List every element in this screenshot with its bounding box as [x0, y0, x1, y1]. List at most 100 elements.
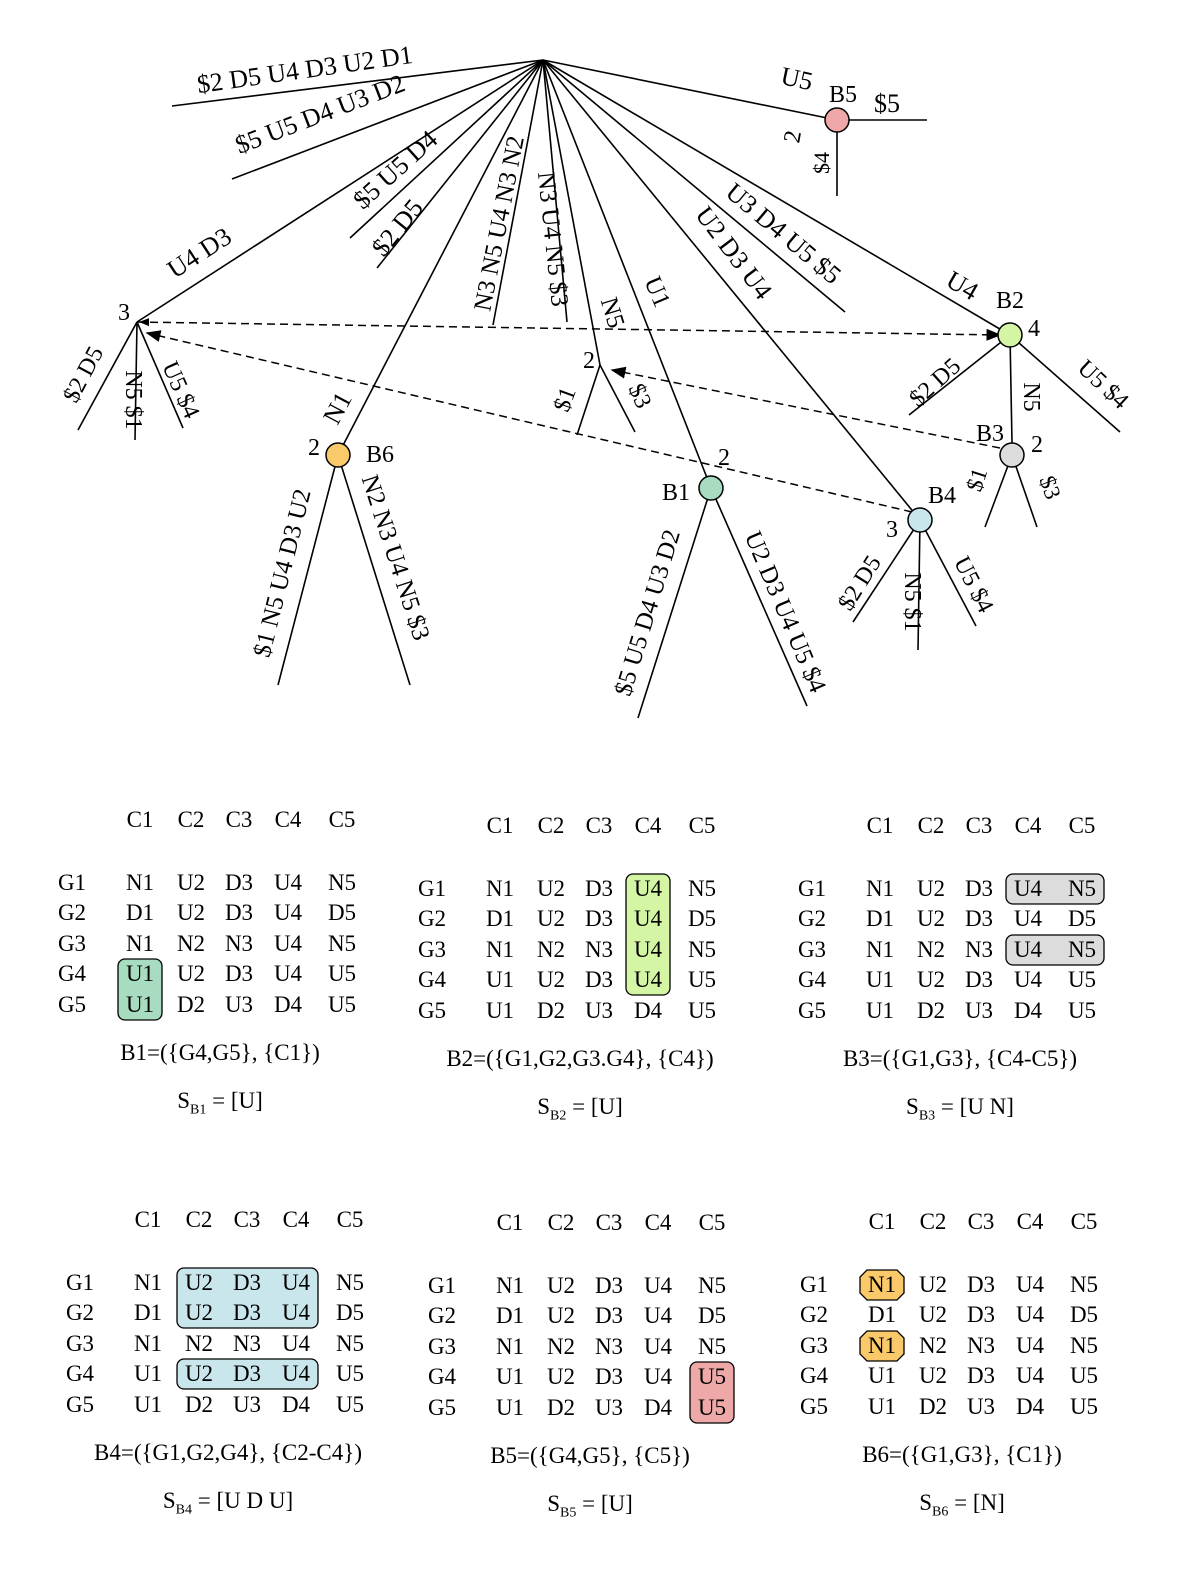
row-label: G1 — [798, 876, 826, 901]
node-b1-name: B1 — [662, 480, 690, 506]
row-label: G2 — [798, 906, 826, 931]
bicluster-highlight — [859, 1330, 905, 1362]
panel-b5-definition: B5=({G4,G5}, {C5}) — [490, 1443, 690, 1468]
matrix-cell: N5 — [328, 931, 356, 956]
bicluster-highlight — [1005, 934, 1105, 966]
matrix-cell: D5 — [1070, 1302, 1098, 1327]
matrix-cell: U4 — [644, 1364, 673, 1389]
node-b1-marker — [698, 475, 724, 501]
panel-b6-signature: SB6 = [N] — [919, 1490, 1005, 1520]
matrix-cell: D2 — [185, 1392, 213, 1417]
node-b3-name: B3 — [976, 421, 1004, 447]
column-header: C2 — [186, 1207, 213, 1232]
matrix-cell: U4 — [1014, 906, 1043, 931]
row-label: G1 — [66, 1270, 94, 1295]
tree-edge — [576, 364, 601, 436]
matrix-cell: D2 — [177, 992, 205, 1017]
matrix-cell: N2 — [537, 937, 565, 962]
tree-edge — [171, 59, 544, 107]
matrix-cell: U5 — [1070, 1394, 1098, 1419]
column-header: C1 — [869, 1209, 896, 1234]
panel-b2-signature-subscript: B2 — [550, 1108, 567, 1124]
matrix-cell: D3 — [233, 1361, 261, 1386]
tree-edge — [376, 59, 544, 269]
tree-edge-label: N5 — [1018, 382, 1044, 411]
node-b4-marker — [907, 507, 933, 533]
tree-edge-label: U5 $4 — [1072, 355, 1133, 414]
matrix-cell: D3 — [225, 961, 253, 986]
dashed-link-arrow — [610, 366, 1001, 449]
column-header: C2 — [918, 813, 945, 838]
matrix-cell: D3 — [965, 967, 993, 992]
tree-edge — [349, 59, 544, 239]
column-header: C5 — [1071, 1209, 1098, 1234]
column-header: C4 — [283, 1207, 310, 1232]
matrix-cell: U3 — [233, 1392, 261, 1417]
matrix-cell: U1 — [496, 1364, 524, 1389]
matrix-cell: U2 — [917, 876, 945, 901]
matrix-cell: D4 — [1016, 1394, 1045, 1419]
tree-edge — [136, 59, 544, 323]
tree-edge-label: $5 — [874, 89, 900, 118]
matrix-cell: D3 — [585, 876, 613, 901]
node-b2-count: 4 — [1028, 316, 1040, 342]
tree-edge — [710, 487, 808, 707]
matrix-cell: U5 — [336, 1392, 364, 1417]
matrix-cell: N1 — [866, 937, 894, 962]
matrix-cell: U4 — [274, 961, 303, 986]
tree-edge-label: $2 D5 — [905, 353, 966, 412]
row-label: G2 — [66, 1300, 94, 1325]
matrix-cell: D4 — [634, 998, 663, 1023]
tree-edge — [337, 59, 544, 456]
panel-b1-definition: B1=({G4,G5}, {C1}) — [120, 1040, 320, 1065]
matrix-cell: N3 — [965, 937, 993, 962]
column-header: C3 — [596, 1210, 623, 1235]
row-label: G5 — [800, 1394, 828, 1419]
matrix-cell: U5 — [698, 1364, 726, 1389]
tree-edge — [136, 321, 184, 429]
tree-edge — [542, 59, 846, 313]
matrix-cell: N5 — [688, 937, 716, 962]
matrix-cell: U4 — [1016, 1272, 1045, 1297]
matrix-cell: D5 — [328, 900, 356, 925]
matrix-cell: U4 — [634, 876, 663, 901]
row-label: G1 — [800, 1272, 828, 1297]
tree-edge-label: U1 — [639, 273, 676, 312]
panel-b1-signature-subscript: B1 — [190, 1102, 207, 1118]
matrix-cell: N5 — [1068, 937, 1096, 962]
bicluster-highlight — [625, 873, 671, 996]
tree-edge — [231, 59, 544, 180]
matrix-cell: U5 — [1070, 1363, 1098, 1388]
node-2mid-count: 2 — [583, 348, 595, 374]
matrix-cell: D3 — [585, 906, 613, 931]
matrix-cell: D3 — [595, 1303, 623, 1328]
matrix-cell: U1 — [134, 1361, 162, 1386]
column-header: C5 — [1069, 813, 1096, 838]
bicluster-highlight — [689, 1361, 735, 1424]
matrix-cell: N2 — [917, 937, 945, 962]
column-header: C4 — [635, 813, 662, 838]
row-label: G3 — [66, 1331, 94, 1356]
row-label: G1 — [58, 870, 86, 895]
column-header: C2 — [548, 1210, 575, 1235]
matrix-cell: U4 — [634, 967, 663, 992]
matrix-cell: U2 — [537, 906, 565, 931]
column-header: C3 — [234, 1207, 261, 1232]
matrix-cell: D5 — [336, 1300, 364, 1325]
matrix-cell: D3 — [225, 900, 253, 925]
tree-edge — [1009, 334, 1013, 444]
matrix-cell: U5 — [698, 1395, 726, 1420]
matrix-cell: D3 — [967, 1363, 995, 1388]
node-b4-count: 3 — [886, 517, 898, 543]
tree-edge — [542, 59, 1011, 336]
matrix-cell: N5 — [698, 1334, 726, 1359]
panel-b3-signature-value: [U N] — [959, 1094, 1014, 1119]
tree-edge — [492, 59, 544, 326]
panel-b5-signature-value: [U] — [600, 1491, 633, 1516]
node-b1-count: 2 — [718, 445, 730, 471]
matrix-cell: D4 — [644, 1395, 673, 1420]
